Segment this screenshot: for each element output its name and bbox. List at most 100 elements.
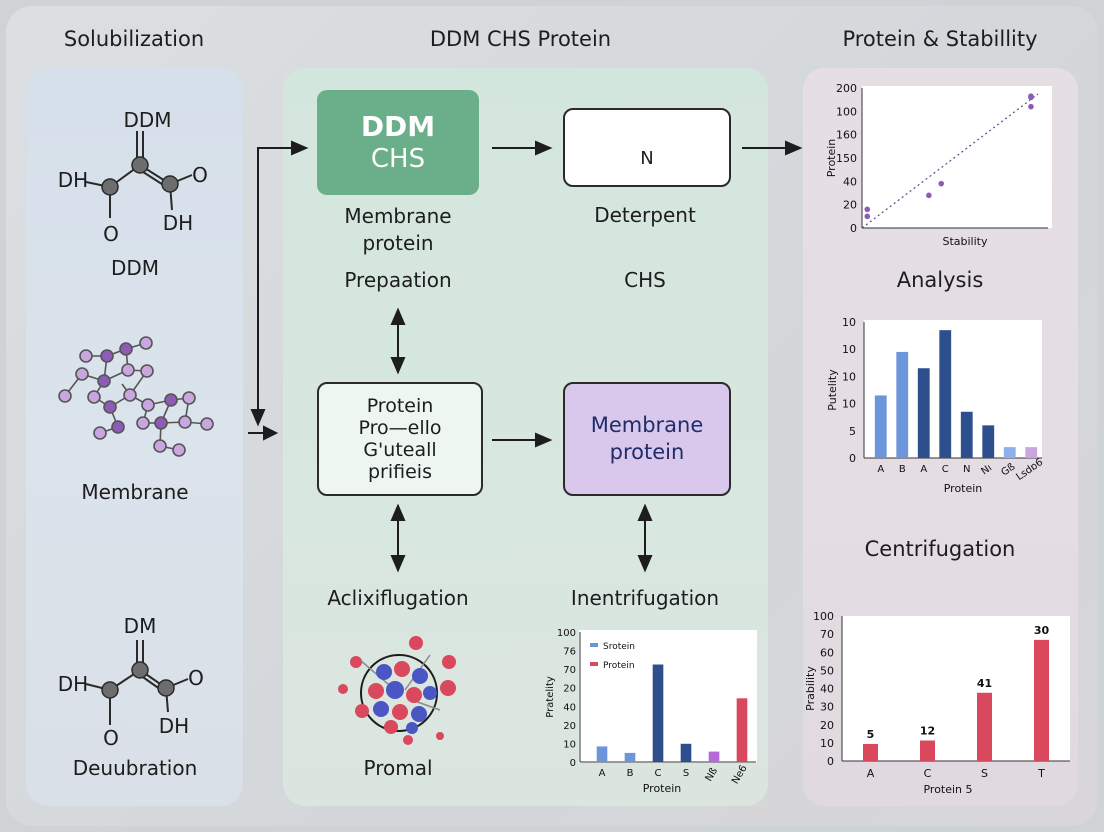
connector-arrows: [248, 140, 803, 573]
scatter-point: [1028, 103, 1034, 110]
mol1-top-label: DDM: [123, 108, 172, 132]
chs-label: CHS: [624, 268, 666, 292]
membrane-protein-box: Membrane protein: [563, 382, 731, 496]
analysis-x-tick: Lsdɒ6: [1014, 457, 1045, 483]
scatter-y-tick: 100: [836, 105, 857, 118]
scatter-y-tick: 160: [836, 129, 857, 142]
middle-x-tick: B: [627, 768, 634, 779]
scatter-y-tick: 0: [850, 222, 857, 235]
centrifugation-y-tick: 60: [820, 646, 834, 659]
scatter-point: [926, 192, 932, 199]
green-box-line1: DDM: [360, 109, 436, 143]
middle-bar: [624, 752, 636, 762]
analysis-bar: [939, 330, 952, 458]
inentrifugation-label: Inentrifugation: [570, 586, 720, 610]
ddm-chs-box: DDM CHS: [317, 90, 479, 195]
centrifugation-bar: [977, 692, 992, 761]
promal-label: Promal: [363, 756, 433, 780]
analysis-y-tick: 10: [842, 343, 856, 356]
mol1-right-label: O: [192, 163, 208, 187]
title-protein-stability: Protein & Stabillity: [842, 27, 1038, 51]
middle-x-label: Protein: [643, 782, 682, 795]
middle-legend-swatch-1: [590, 643, 598, 647]
centrifugation-chart-area: [842, 616, 1070, 761]
middle-y-tick: 10: [563, 739, 576, 750]
centrifugation-y-tick: 40: [820, 683, 834, 696]
middle-y-tick: 40: [563, 702, 576, 713]
title-solubilization: Solubilization: [63, 27, 205, 51]
analysis-x-tick: A: [877, 464, 884, 475]
centrifugation-label: Centrifugation: [864, 537, 1016, 561]
analysis-y-tick: 10: [842, 398, 856, 411]
centrifugation-value-label: 5: [867, 728, 875, 741]
mol2-right-label: O: [188, 666, 204, 690]
ddm-label: DDM: [110, 256, 160, 280]
membrane-label: Membrane: [81, 480, 189, 504]
analysis-y-tick: 5: [849, 425, 856, 438]
preparation-label: Prepaation: [344, 268, 452, 292]
analysis-bar: [896, 351, 909, 458]
middle-x-tick: Ne6: [730, 763, 750, 786]
middle-x-tick: C: [655, 768, 662, 779]
detergent-caption: Deterpent: [594, 203, 696, 227]
analysis-x-tick: B: [899, 464, 906, 475]
mol1-left-label: DH: [57, 168, 89, 192]
mol2-bottom-left-label: O: [103, 726, 119, 750]
centrifugation-x-tick: S: [981, 767, 988, 780]
scatter-point: [938, 180, 944, 187]
green-caption: Membrane protein: [318, 203, 478, 257]
middle-chart-area: [579, 630, 757, 763]
outline-box-line2: Pro—ello: [358, 417, 442, 439]
analysis-x-tick: Gß: [999, 461, 1017, 478]
analysis-bar: [960, 411, 973, 458]
analysis-y-tick: 0: [849, 452, 856, 465]
scatter-y-tick: 40: [843, 175, 857, 188]
centrifugation-x-tick: A: [867, 767, 875, 780]
centrifugation-bar: [1034, 639, 1049, 761]
centrifugation-value-label: 41: [977, 677, 992, 690]
ddm-molecule-1: [85, 131, 193, 218]
mol1-bottom-right-label: DH: [162, 211, 194, 235]
centrifugation-value-label: 12: [920, 725, 935, 738]
green-caption-line1: Membrane: [344, 204, 452, 228]
analysis-y-tick: 10: [842, 370, 856, 383]
middle-y-label: Pratelity: [545, 676, 556, 718]
membrane-network: [58, 336, 214, 457]
title-ddm-chs-protein: DDM CHS Protein: [429, 27, 612, 51]
centrifugation-y-tick: 10: [820, 737, 834, 750]
middle-y-tick: 76: [563, 647, 576, 658]
centrifugation-bar: [863, 743, 878, 761]
middle-y-tick: 20: [563, 684, 576, 695]
middle-legend-swatch-2: [590, 662, 598, 666]
centrifugation-y-tick: 20: [820, 719, 834, 732]
analysis-y-label: Putelity: [826, 369, 839, 411]
analysis-x-tick: Nı: [979, 463, 994, 478]
scatter-point: [1028, 93, 1034, 99]
green-caption-line2: protein: [362, 231, 434, 255]
analysis-chart-area: [864, 320, 1042, 458]
middle-x-tick: Nß: [704, 766, 720, 783]
scatter-y-tick: 20: [843, 199, 857, 212]
scatter-x-label: Stability: [942, 235, 988, 248]
outline-box-line4: prifieis: [368, 461, 432, 483]
centrifugation-y-label: Prability: [804, 666, 817, 711]
middle-x-tick: S: [683, 768, 689, 779]
scatter-y-tick: 200: [836, 82, 857, 95]
centrifugation-y-tick: 50: [820, 664, 834, 677]
analysis-x-tick: N: [963, 464, 970, 475]
centrifugation-y-tick: 70: [820, 628, 834, 641]
middle-bar: [596, 746, 608, 762]
left-panel: [26, 68, 243, 806]
centrifugation-y-tick: 0: [827, 755, 834, 768]
scatter-y-label: Protein: [825, 139, 838, 178]
middle-bar: [708, 751, 720, 762]
analysis-bar: [1025, 447, 1038, 458]
centrifugation-bar: [920, 740, 935, 761]
middle-bar: [680, 743, 692, 762]
middle-bar: [736, 698, 748, 762]
centrifugation-x-tick: C: [924, 767, 932, 780]
analysis-bar: [917, 368, 930, 458]
scatter-y-tick: 150: [836, 152, 857, 165]
purple-box-line1: Membrane: [590, 413, 704, 437]
